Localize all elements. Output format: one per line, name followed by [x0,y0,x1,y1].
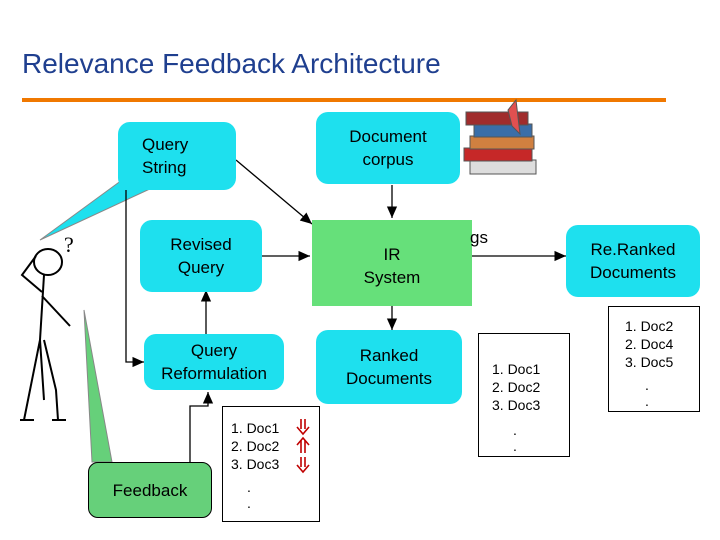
feedback-list-panel: 1. Doc1 2. Doc2 3. Doc3 . . [222,406,320,522]
up-arrow-icon [296,436,310,453]
ranked-list-panel: 1. Doc1 2. Doc2 3. Doc3 . . [478,333,570,457]
question-mark-icon: ? [64,232,74,257]
books-icon [463,98,537,175]
document-corpus-box: Document corpus [316,112,460,184]
ir-system-box: IR System [312,220,472,306]
feedback-callout: Feedback [88,462,212,518]
feedback-list-ellipsis-2: . [247,495,251,511]
arrow-query-to-ir [235,159,313,225]
down-arrow-icon [296,419,310,436]
feedback-list-items: 1. Doc1 2. Doc2 3. Doc3 [231,420,280,472]
connector-query-to-reformulation [125,190,144,368]
connector-feedback-to-reformulation [189,392,214,462]
ranked-documents-box: Ranked Documents [316,330,462,404]
reranked-list-ellipsis-1: . [645,377,649,393]
ranked-list-ellipsis-2: . [513,438,517,454]
query-reformulation-box: Query Reformulation [144,334,284,390]
rankings-label-fragment: gs [470,228,488,247]
feedback-callout-tail [83,309,113,463]
title-divider [22,98,666,102]
query-string-callout: Query String [118,122,236,190]
reranked-list-panel: 1. Doc2 2. Doc4 3. Doc5 . . [608,306,700,412]
ranked-list-items: 1. Doc1 2. Doc2 3. Doc3 [492,361,541,413]
feedback-list-ellipsis-1: . [247,479,251,495]
page-title: Relevance Feedback Architecture [22,48,441,79]
reranked-list-ellipsis-2: . [645,393,649,409]
revised-query-box: Revised Query [140,220,262,292]
ranked-list-ellipsis-1: . [513,422,517,438]
feedback-marks [296,419,310,474]
thinking-person-icon [20,248,71,421]
reranked-list-items: 1. Doc2 2. Doc4 3. Doc5 [625,318,674,370]
reranked-documents-box: Re.Ranked Documents [566,225,700,297]
down-arrow-icon [296,457,310,474]
